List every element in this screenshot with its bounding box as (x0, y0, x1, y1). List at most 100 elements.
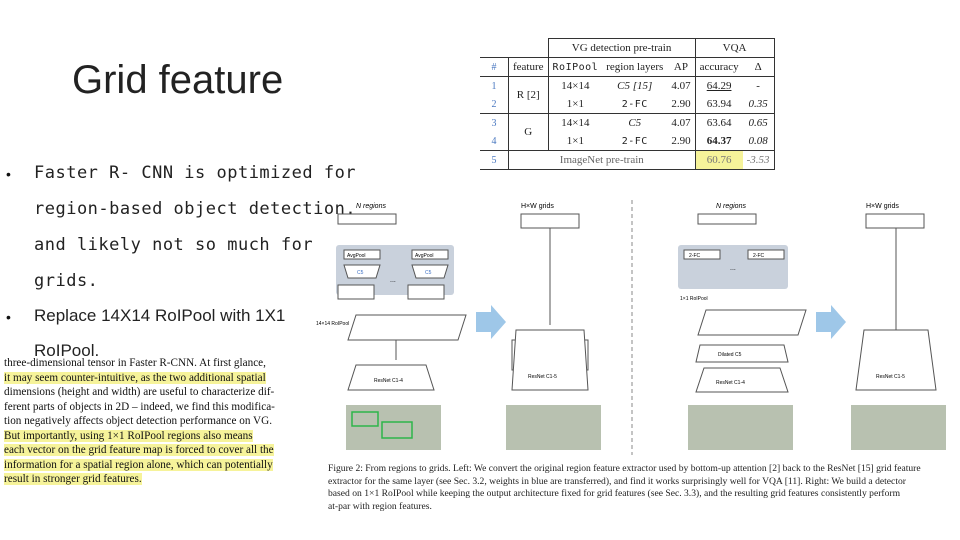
paper-line: But importantly, using 1×1 RoIPool regio… (4, 429, 253, 442)
transfer-arrow (476, 305, 506, 339)
c5-block (411, 264, 449, 279)
cell-delta: - (742, 76, 775, 95)
row-index: 3 (491, 117, 497, 129)
right-panel: N regions H×W grids 2-FC 2-FC ... 1×1 Ro… (678, 203, 946, 450)
cell-acc: 60.76 (694, 150, 743, 170)
caption-line: Figure 2: From regions to grids. Left: W… (328, 463, 921, 474)
grid-output-box (865, 213, 925, 229)
bullet-line: and likely not so much for (34, 235, 314, 255)
col-header: AP (673, 61, 688, 73)
avgpool-label: AvgPool (347, 253, 366, 259)
cell-roipool: 1×1 (547, 95, 603, 114)
paper-line: each vector on the grid feature map is f… (4, 444, 274, 456)
figure-caption: Figure 2: From regions to grids. Left: W… (328, 463, 948, 513)
fc-label: 2-FC (689, 253, 701, 259)
grid-output-box (520, 213, 580, 229)
left-panel: N regions H×W grids AvgPool AvgPool C5 C… (316, 203, 601, 450)
bullet-dot: • (6, 309, 11, 325)
bullet-line: Replace 14X14 RoIPool with 1X1 (34, 306, 286, 325)
c5-block (343, 264, 381, 279)
cell-delta: -3.53 (742, 150, 775, 170)
paper-line: information for a spatial region alone, … (4, 458, 273, 471)
feature-map (697, 309, 807, 336)
bullet-line: Faster R- CNN is optimized for (34, 163, 357, 183)
resnet-block (695, 367, 789, 393)
cell-delta: 0.08 (742, 132, 775, 151)
ellipsis: ... (730, 265, 736, 272)
slide-title: Grid feature (72, 58, 284, 102)
results-table: VG detection pre-train VQA # feature RoI… (480, 38, 775, 170)
c5-label: C5 (357, 270, 364, 276)
region-box (381, 421, 413, 439)
paper-line: tion negatively affects object detection… (4, 415, 272, 427)
cell-feature: G (508, 113, 549, 151)
cell-roipool: 14×14 (547, 113, 603, 132)
row-index: 5 (491, 154, 497, 166)
paper-line: result in stronger grid features. (4, 473, 142, 485)
roipool-label: 1×1 RoIPool (680, 296, 708, 302)
cell-layers: C5 [15] (617, 80, 653, 92)
cell-ap: 4.07 (671, 80, 691, 92)
cell-feature: R [2] (508, 76, 549, 114)
cell-layers: C5 (628, 117, 642, 129)
paper-line: dimensions (height and width) are useful… (4, 386, 275, 398)
avgpool-label: AvgPool (415, 253, 434, 259)
input-image (506, 405, 601, 450)
resnet-label: ResNet C1-5 (528, 374, 557, 380)
fc-box (747, 249, 785, 260)
architecture-figure: N regions H×W grids AvgPool AvgPool C5 C… (316, 200, 946, 455)
bullet-line: RoIPool. (34, 341, 100, 360)
label-grids: H×W grids (866, 203, 899, 210)
paper-excerpt: three-dimensional tensor in Faster R-CNN… (4, 356, 304, 487)
cell-roipool: 14×14 (547, 76, 603, 95)
region-vector-row (337, 213, 397, 225)
label-n-regions: N regions (356, 203, 386, 210)
input-image (688, 405, 793, 450)
col-header: feature (508, 57, 549, 77)
col-header: Δ (742, 57, 775, 77)
caption-line: at-par with region features. (328, 500, 432, 512)
resnet-label: ResNet C1-4 (374, 378, 403, 384)
paper-line: ferent parts of objects in 2D – indeed, … (4, 400, 275, 413)
avgpool-box (343, 249, 381, 260)
avgpool-box (411, 249, 449, 260)
label-n-regions: N regions (716, 203, 746, 210)
resnet-label: ResNet C1-4 (716, 380, 745, 386)
transfer-arrow (816, 305, 846, 339)
fc-box (683, 249, 721, 260)
col-header: region layers (606, 61, 664, 73)
paper-line: it may seem counter-intuitive, as the tw… (4, 371, 266, 384)
col-header: # (491, 61, 497, 73)
row-index: 4 (491, 135, 497, 147)
cell-delta: 0.65 (742, 113, 775, 132)
bullet-line: region-based object detection, (34, 199, 357, 219)
dilated-label: Dilated C5 (718, 352, 742, 358)
resnet-label: ResNet C1-5 (876, 374, 905, 380)
cell-layers: 2-FC (621, 98, 648, 110)
table-row: 1 R [2] 14×14 C5 [15] 4.07 64.29 - (480, 76, 775, 114)
caption-line: based on 1×1 RoIPool while keeping the o… (328, 488, 901, 499)
cell-ap: 4.07 (671, 117, 691, 129)
region-vector-row (697, 213, 757, 225)
table-row: 4 1×1 2-FC 2.90 64.37 0.08 (480, 132, 775, 151)
region-box (351, 411, 379, 427)
resnet-block (347, 364, 435, 391)
caption-line: extractor for the same layer (see Sec. 3… (328, 475, 906, 487)
header-group-vg: VG detection pre-train (547, 38, 696, 58)
dilated-block (695, 344, 789, 363)
col-header: accuracy (694, 57, 743, 77)
row-index: 2 (491, 98, 497, 110)
table-row: 2 1×1 2-FC 2.90 63.94 0.35 (480, 95, 775, 114)
label-grids: H×W grids (521, 203, 554, 210)
cell-delta: 0.35 (742, 95, 775, 114)
bullet-dot: • (6, 166, 11, 182)
col-header: RoIPool (547, 57, 603, 77)
cell-acc: 64.37 (694, 132, 743, 151)
table-row: 3 G 14×14 C5 4.07 63.64 0.65 (480, 113, 775, 151)
ellipsis: ... (390, 277, 396, 284)
cell-acc: 63.94 (694, 95, 743, 114)
pooled-feature (407, 284, 445, 300)
cell-layers: 2-FC (621, 135, 648, 147)
row-index: 1 (491, 80, 497, 92)
cell-roipool: 1×1 (547, 132, 603, 151)
